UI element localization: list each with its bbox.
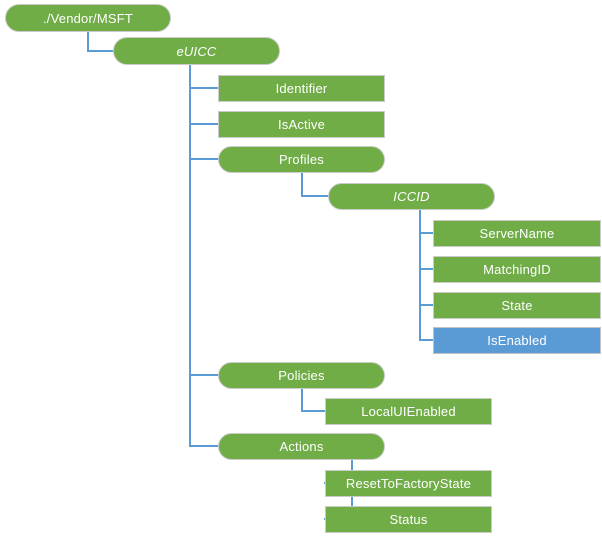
tree-node-label: MatchingID [483,262,551,277]
tree-node-label: IsEnabled [487,333,547,348]
tree-node-isenabled[interactable]: IsEnabled [433,327,601,354]
tree-node-root[interactable]: ./Vendor/MSFT [5,4,171,32]
edge-iccid-servername [419,209,434,234]
tree-node-policies[interactable]: Policies [218,362,385,389]
tree-node-actions[interactable]: Actions [218,433,385,460]
tree-node-iccid[interactable]: ICCID [328,183,495,210]
edge-euicc-actions [189,64,219,447]
edge-euicc-identifier [189,64,219,89]
tree-node-label: ResetToFactoryState [345,476,472,491]
tree-node-label: eUICC [176,43,217,59]
tree-node-label: Actions [279,439,324,454]
tree-node-state[interactable]: State [433,292,601,319]
tree-node-label: LocalUIEnabled [361,404,456,419]
edge-iccid-isenabled [419,209,434,341]
tree-node-label: ./Vendor/MSFT [42,10,134,26]
tree-node-resettofactorystate[interactable]: ResetToFactoryState [325,470,492,497]
edge-policies-localuienabled [301,388,326,412]
edge-euicc-policies [189,64,219,376]
edge-euicc-profiles [189,64,219,160]
tree-node-label: Identifier [275,81,328,96]
tree-node-label: Policies [278,368,325,383]
tree-node-profiles[interactable]: Profiles [218,146,385,173]
edge-euicc-isactive [189,64,219,125]
tree-node-matchingid[interactable]: MatchingID [433,256,601,283]
edge-profiles-iccid [301,172,329,197]
tree-node-isactive[interactable]: IsActive [218,111,385,138]
tree-node-status[interactable]: Status [325,506,492,533]
edge-iccid-state [419,209,434,306]
tree-node-label: State [501,298,533,313]
tree-node-label: ServerName [479,226,555,241]
tree-node-label: ICCID [393,189,430,204]
tree-node-servername[interactable]: ServerName [433,220,601,247]
tree-node-label: IsActive [277,117,326,132]
tree-node-label: Profiles [279,152,324,167]
tree-node-euicc[interactable]: eUICC [113,37,280,65]
tree-node-label: Status [389,512,428,527]
tree-node-identifier[interactable]: Identifier [218,75,385,102]
tree-node-localuienabled[interactable]: LocalUIEnabled [325,398,492,425]
edge-root-euicc [87,31,114,52]
edge-iccid-matchingid [419,209,434,270]
